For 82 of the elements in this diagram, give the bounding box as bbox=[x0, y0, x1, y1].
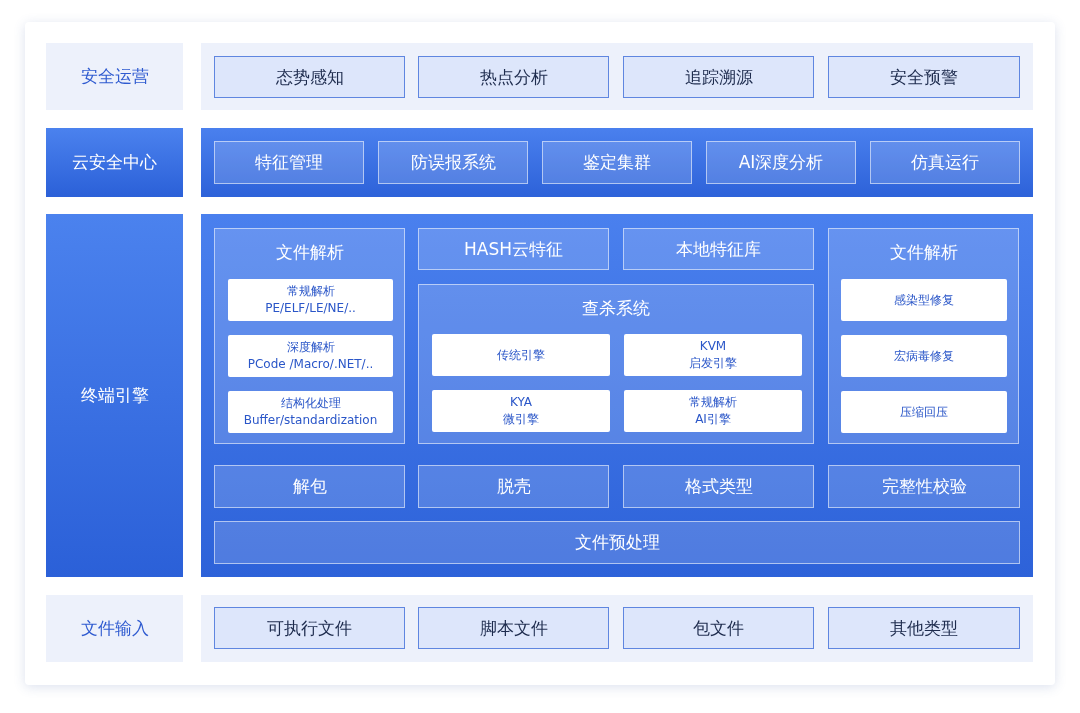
module-name: 本地特征库 bbox=[676, 237, 761, 261]
engine-name: 压缩回压 bbox=[900, 403, 948, 421]
module-name: 热点分析 bbox=[479, 65, 548, 89]
engine-name: 感染型修复 bbox=[894, 291, 954, 309]
engine-box bbox=[841, 391, 1007, 433]
module-box bbox=[623, 56, 814, 98]
engine-name: 传统引擎 bbox=[497, 346, 545, 364]
module-name: 仿真运行 bbox=[911, 151, 979, 174]
engine-detail: AI引擎 bbox=[695, 411, 731, 428]
module-name: 鉴定集群 bbox=[583, 151, 651, 174]
module-box bbox=[214, 465, 405, 508]
module-box bbox=[378, 141, 528, 184]
module-box bbox=[418, 465, 609, 508]
module-name: 特征管理 bbox=[255, 151, 323, 174]
module-name: 解包 bbox=[292, 475, 327, 498]
layer-label-box bbox=[46, 214, 183, 577]
module-box bbox=[623, 465, 814, 508]
module-box bbox=[623, 607, 814, 649]
layer-title: 文件输入 bbox=[80, 617, 149, 640]
module-name: 文件预处理 bbox=[574, 531, 660, 554]
module-box bbox=[214, 56, 405, 98]
engine-detail: 启发引擎 bbox=[689, 355, 737, 372]
module-name: 完整性校验 bbox=[881, 475, 967, 498]
engine-box bbox=[228, 335, 393, 377]
module-box bbox=[623, 228, 814, 270]
engine-name: KYA bbox=[509, 394, 533, 411]
module-group-box bbox=[214, 228, 405, 444]
engine-box bbox=[624, 390, 802, 432]
module-name: 其他类型 bbox=[890, 616, 958, 640]
module-box bbox=[418, 607, 609, 649]
layer-label-box bbox=[46, 128, 183, 197]
module-name: HASH云特征 bbox=[464, 237, 563, 261]
engine-box bbox=[228, 279, 393, 321]
engine-name: 常规解析 bbox=[286, 283, 335, 300]
group-title: 查杀系统 bbox=[582, 297, 650, 320]
engine-box bbox=[624, 334, 802, 376]
group-title: 文件解析 bbox=[275, 241, 344, 264]
engine-box bbox=[432, 390, 610, 432]
engine-name: 常规解析 bbox=[689, 394, 737, 411]
engine-detail: PCode /Macro/.NET/.. bbox=[247, 356, 374, 373]
module-box bbox=[828, 465, 1020, 508]
module-box bbox=[214, 141, 364, 184]
module-box bbox=[870, 141, 1020, 184]
module-box bbox=[214, 521, 1020, 564]
layer-title: 终端引擎 bbox=[80, 384, 149, 407]
engine-box bbox=[432, 334, 610, 376]
engine-name: 结构化处理 bbox=[280, 395, 341, 412]
module-box bbox=[706, 141, 856, 184]
module-name: 格式类型 bbox=[684, 475, 753, 498]
engine-name: KVM bbox=[699, 338, 727, 355]
module-group-box bbox=[418, 284, 814, 444]
engine-detail: Buffer/standardization bbox=[243, 412, 378, 429]
layer-panel bbox=[201, 595, 1033, 662]
module-name: AI深度分析 bbox=[738, 151, 824, 174]
engine-box bbox=[841, 279, 1007, 321]
engine-detail: 微引擎 bbox=[503, 411, 539, 428]
module-box bbox=[418, 228, 609, 270]
module-name: 脱壳 bbox=[496, 475, 531, 498]
module-group-box bbox=[828, 228, 1019, 444]
module-name: 脚本文件 bbox=[479, 616, 548, 640]
module-box bbox=[542, 141, 692, 184]
engine-box bbox=[841, 335, 1007, 377]
engine-detail: PE/ELF/LE/NE/.. bbox=[265, 300, 356, 317]
module-box bbox=[828, 56, 1020, 98]
layer-title: 云安全中心 bbox=[72, 151, 157, 174]
engine-box bbox=[228, 391, 393, 433]
module-name: 态势感知 bbox=[275, 65, 344, 89]
module-name: 可执行文件 bbox=[267, 616, 352, 640]
layer-panel bbox=[201, 43, 1033, 110]
module-box bbox=[418, 56, 609, 98]
module-name: 安全预警 bbox=[890, 65, 958, 89]
module-box bbox=[828, 607, 1020, 649]
layer-title: 安全运营 bbox=[80, 65, 149, 88]
layer-panel bbox=[201, 214, 1033, 577]
module-name: 追踪溯源 bbox=[684, 65, 753, 89]
engine-name: 宏病毒修复 bbox=[894, 347, 954, 365]
module-name: 防误报系统 bbox=[410, 151, 496, 174]
module-name: 包文件 bbox=[693, 616, 744, 640]
layer-panel bbox=[201, 128, 1033, 197]
group-title: 文件解析 bbox=[889, 241, 958, 264]
engine-name: 深度解析 bbox=[286, 339, 335, 356]
module-box bbox=[214, 607, 405, 649]
